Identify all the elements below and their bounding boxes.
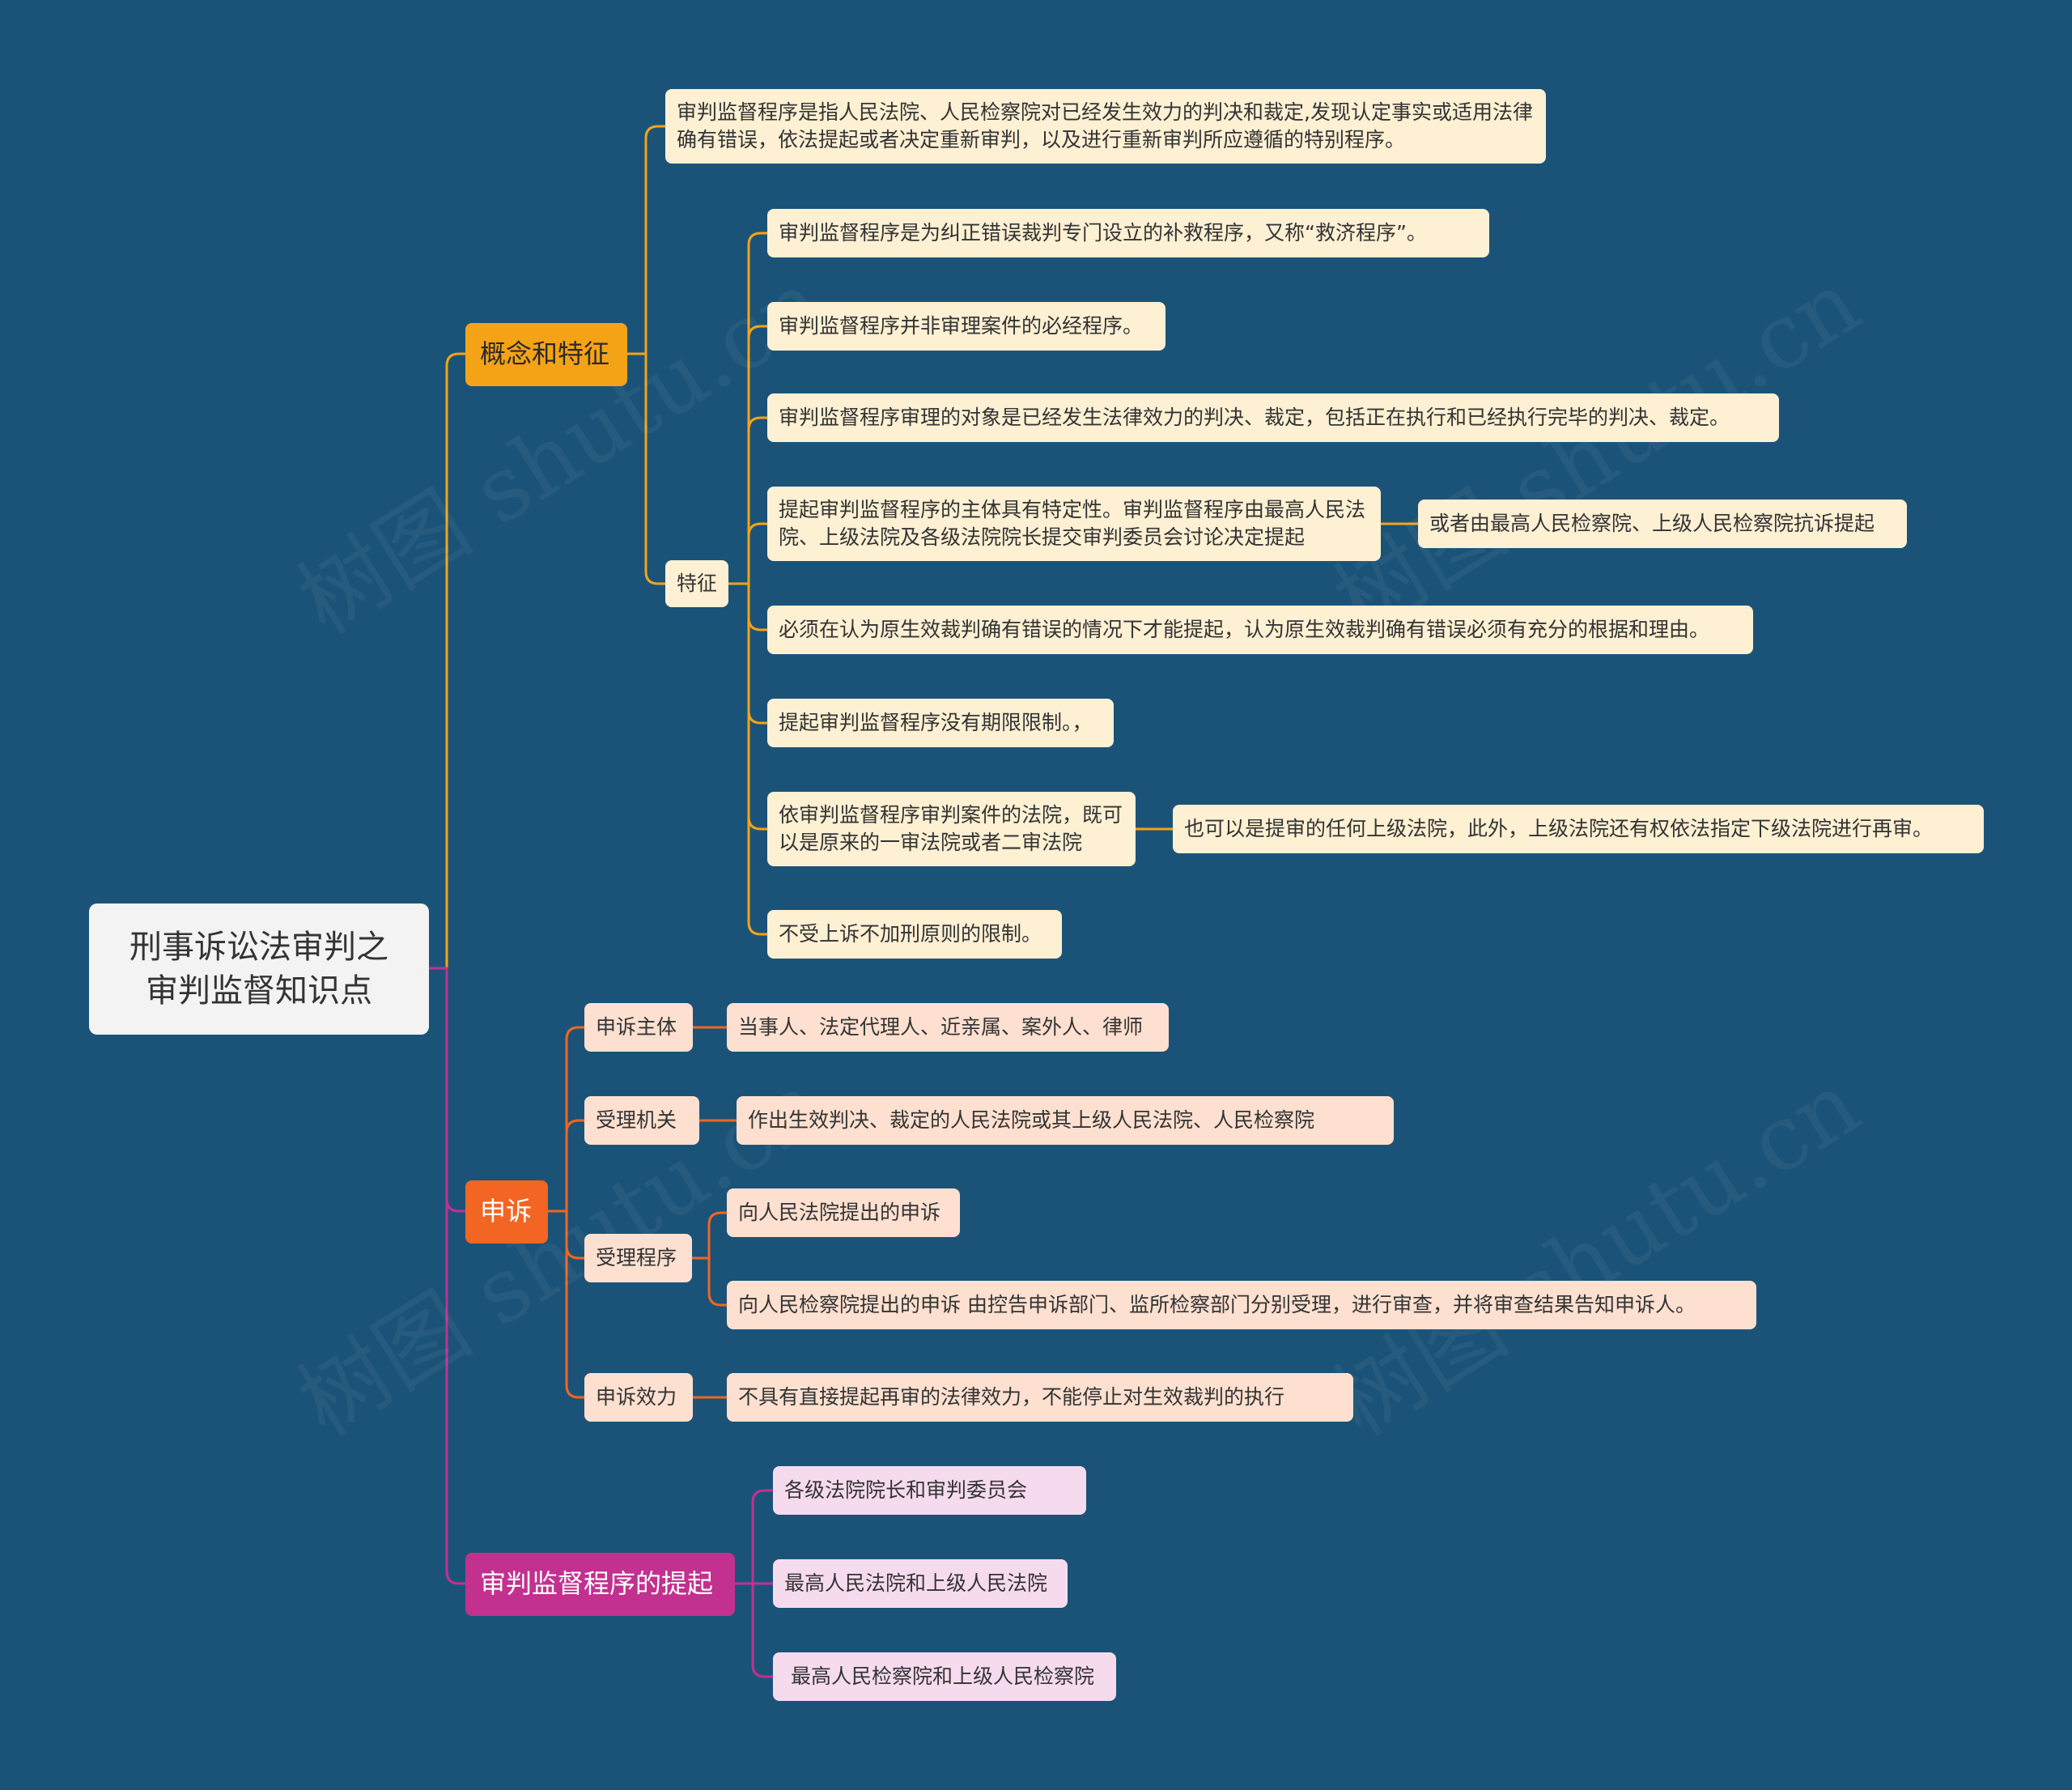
appeal-effect-value[interactable]: 不具有直接提起再审的法律效力，不能停止对生效裁判的执行 [727,1373,1353,1422]
link-appeal-effect [565,1246,584,1399]
appeal-subject-label[interactable]: 申诉主体 [584,1003,693,1052]
feature-item[interactable]: 审判监督程序是为纠正错误裁判专门设立的补救程序，又称“救济程序”。 [767,209,1489,257]
appeal-procedure-court[interactable]: 向人民法院提出的申诉 [727,1188,960,1237]
feature-item[interactable]: 提起审判监督程序没有期限限制。， [767,699,1114,747]
link-features-5 [747,710,767,725]
root-node[interactable]: 刑事诉讼法审判之 审判监督知识点 [89,904,429,1035]
appeal-organ-value[interactable]: 作出生效判决、裁定的人民法院或其上级人民法院、人民检察院 [737,1096,1394,1145]
initiation-item[interactable]: 各级法院院长和审判委员会 [773,1466,1086,1515]
feature-subject-extra[interactable]: 或者由最高人民检察院、上级人民检察院抗诉提起 [1418,500,1907,548]
feature-item[interactable]: 审判监督程序审理的对象是已经发生法律效力的判决、裁定，包括正在执行和已经执行完毕… [767,393,1779,442]
link-initiation-0 [735,1489,773,1585]
link-initiation-2 [751,1584,773,1678]
link-concept-definition [627,125,665,355]
link-features-7 [747,817,767,936]
features-node[interactable]: 特征 [665,560,728,607]
link-concept-features [627,352,665,585]
link-features-0 [728,232,767,585]
branch-appeal[interactable]: 申诉 [465,1180,548,1244]
feature-item[interactable]: 不受上诉不加刑原则的限制。 [767,910,1062,959]
appeal-effect-label[interactable]: 申诉效力 [584,1373,693,1422]
link-procedure-court [692,1211,727,1260]
link-procedure-procuratorate [692,1256,727,1307]
feature-item[interactable]: 依审判监督程序审判案件的法院，既可以是原来的一审法院或者二审法院 [767,792,1136,866]
initiation-item[interactable]: 最高人民检察院和上级人民检察院 [773,1652,1116,1701]
link-appeal-organ [565,1119,584,1133]
appeal-procedure-label[interactable]: 受理程序 [584,1234,692,1282]
feature-item[interactable]: 必须在认为原生效裁判确有错误的情况下才能提起，认为原生效裁判确有错误必须有充分的… [767,606,1753,654]
feature-item[interactable]: 提起审判监督程序的主体具有特定性。审判监督程序由最高人民法院、上级法院及各级法院… [767,487,1381,561]
link-root-concept [429,352,465,970]
feature-court-extra[interactable]: 也可以是提审的任何上级法院，此外，上级法院还有权依法指定下级法院进行再审。 [1173,805,1984,853]
link-features-3 [747,522,767,537]
appeal-organ-label[interactable]: 受理机关 [584,1096,699,1145]
link-appeal-subject [548,1026,584,1213]
branch-concept[interactable]: 概念和特征 [465,323,627,386]
appeal-procedure-procuratorate[interactable]: 向人民检察院提出的申诉 由控告申诉部门、监所检察部门分别受理，进行审查，并将审查… [727,1281,1756,1329]
link-root-initiation [429,967,465,1585]
link-features-1 [747,325,767,339]
initiation-item[interactable]: 最高人民法院和上级人民法院 [773,1559,1068,1608]
branch-initiation[interactable]: 审判监督程序的提起 [465,1553,735,1616]
link-features-2 [747,416,767,431]
appeal-subject-value[interactable]: 当事人、法定代理人、近亲属、案外人、律师 [727,1003,1169,1052]
concept-definition[interactable]: 审判监督程序是指人民法院、人民检察院对已经发生效力的判决和裁定,发现认定事实或适… [665,89,1546,164]
feature-item[interactable]: 审判监督程序并非审理案件的必经程序。 [767,302,1166,351]
